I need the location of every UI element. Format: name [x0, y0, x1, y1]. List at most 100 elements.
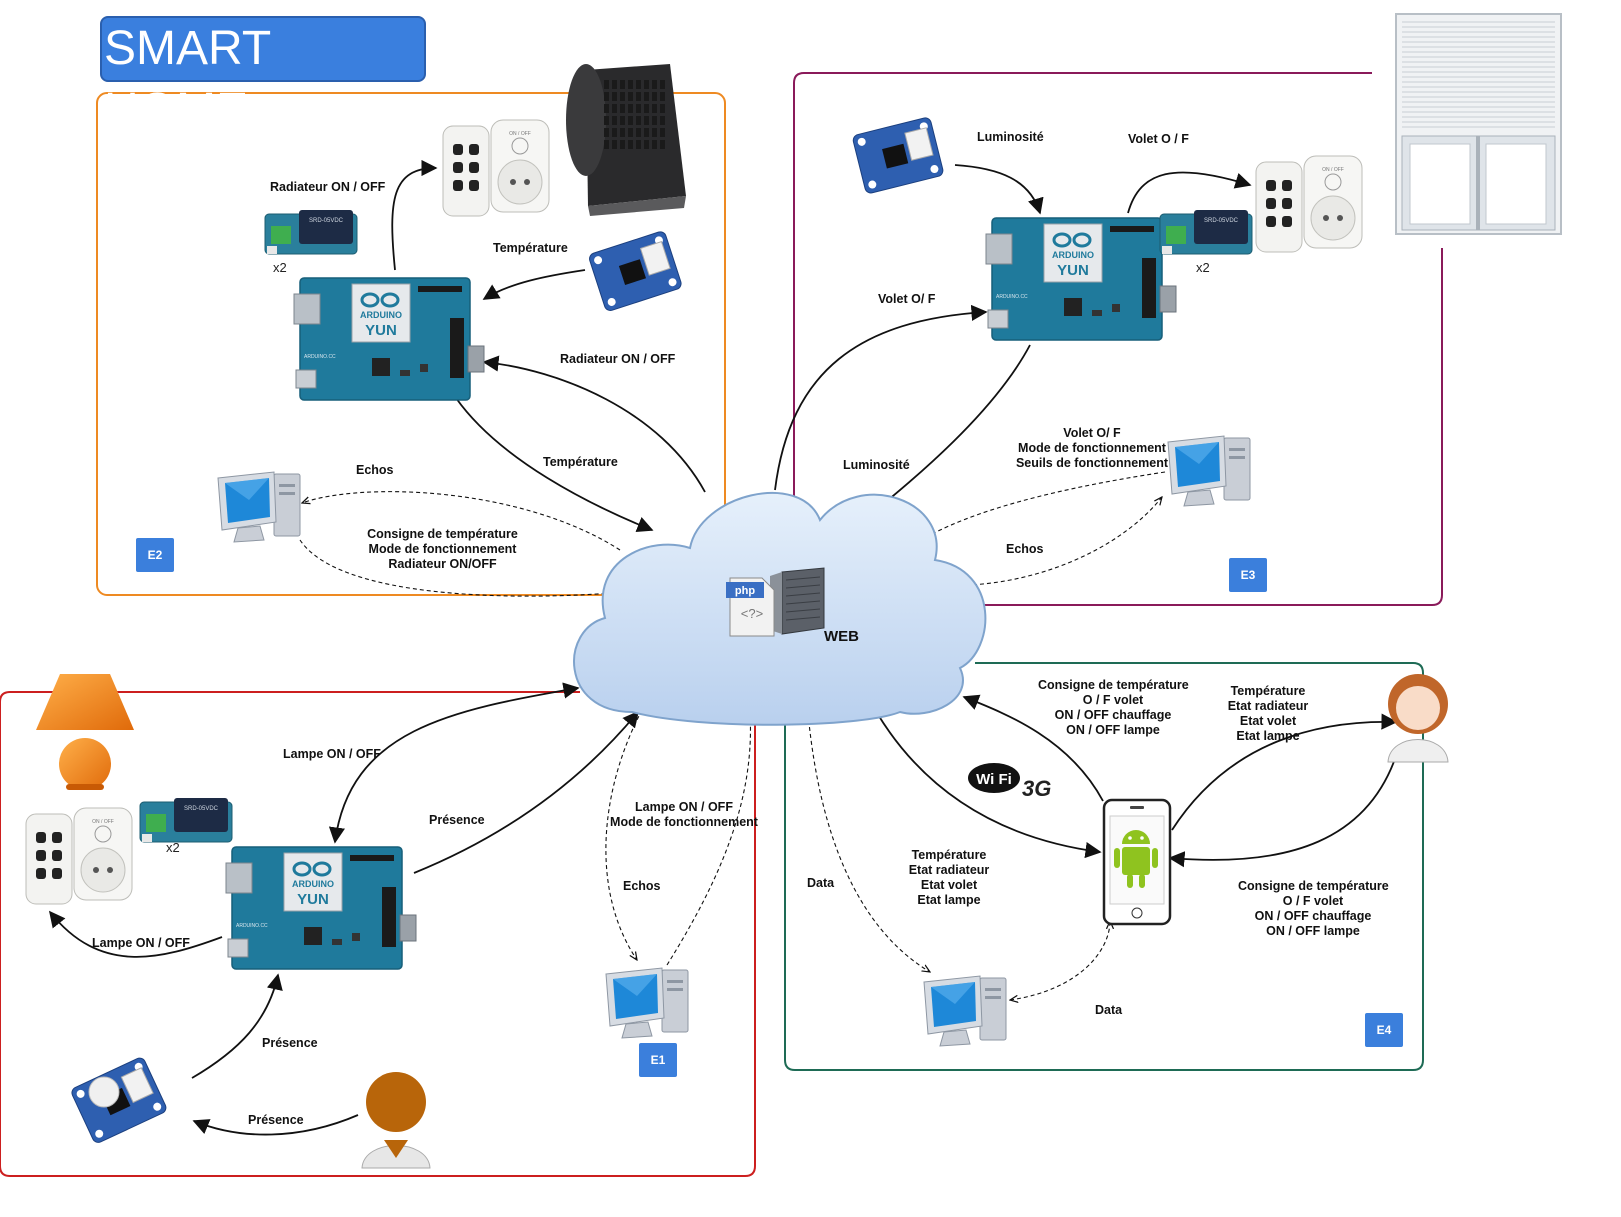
- link-e1-board-to-web: [413, 710, 640, 874]
- e3-relay-count: x2: [1196, 260, 1210, 275]
- network-3g-text: 3G: [1022, 776, 1051, 801]
- label-e1-lamp-web: Lampe ON / OFF: [283, 747, 381, 761]
- e3-cmd-1: Volet O/ F: [1063, 426, 1121, 440]
- label-e3-luminosity-sensor: Luminosité: [977, 130, 1044, 144]
- label-e4-data-phone: Data: [1095, 1003, 1123, 1017]
- label-e3-volet-web: Volet O/ F: [878, 292, 936, 306]
- label-e2-temperature-web: Température: [543, 455, 618, 469]
- e1-relay-count: x2: [166, 840, 180, 855]
- e4-pw-3: ON / OFF chauffage: [1054, 708, 1172, 722]
- web-cloud: php <?> WEB: [573, 491, 987, 726]
- wifi-3g-logo-icon: Wi Fi 3G: [968, 763, 1051, 801]
- link-e1-board-to-relay: [48, 910, 223, 958]
- link-e4-user-to-phone: [1168, 749, 1399, 868]
- e3-cmd-3: Seuils de fonctionnement: [1015, 456, 1169, 470]
- link-e1-commands: [605, 709, 643, 960]
- label-e1-presence-person: Présence: [248, 1113, 304, 1127]
- e4-up-2: O / F volet: [1282, 894, 1344, 908]
- board-site-text: ARDUINO.CC: [996, 294, 1028, 300]
- link-e3-web-to-board: [774, 304, 988, 491]
- label-e3-pc-commands: Volet O/ F Mode de fonctionnement Seuils…: [1012, 426, 1172, 471]
- link-e3-sensor-to-board: [954, 164, 1044, 215]
- php-tag-text: php: [735, 585, 755, 597]
- e1-computer-icon: [605, 967, 689, 1039]
- e1-person-icon: [361, 1071, 431, 1169]
- e4-user-icon: [1387, 674, 1449, 763]
- link-e3-board-to-relay: [1127, 171, 1252, 214]
- link-e3-echos: [937, 497, 1162, 586]
- board-site-text: ARDUINO.CC: [236, 923, 268, 929]
- e3-computer-icon: [1167, 435, 1251, 507]
- e1-remote-socket-icon: [25, 807, 133, 905]
- android-robot-icon: [1114, 830, 1158, 888]
- link-e2-commands: [299, 539, 612, 596]
- e4-pw-4: ON / OFF lampe: [1066, 723, 1160, 737]
- web-label: WEB: [824, 628, 859, 645]
- e4-wp-1: Température: [911, 848, 987, 862]
- label-e3-luminosity-web: Luminosité: [843, 458, 910, 472]
- zone-e3-badge: E3: [1229, 558, 1267, 592]
- zone-e2-frame: [96, 92, 726, 596]
- lamp-icon: [36, 674, 134, 790]
- label-e4-phone-to-web: Consigne de température O / F volet ON /…: [1038, 678, 1189, 738]
- wifi-text: Wi Fi: [976, 771, 1012, 788]
- e4-pu-1: Température: [1230, 684, 1306, 698]
- link-e2-sensor-to-board: [482, 269, 586, 300]
- link-e1-echos: [666, 713, 750, 966]
- e4-pu-2: Etat radiateur: [1227, 699, 1309, 713]
- board-brand-text: ARDUINO: [1052, 250, 1094, 260]
- e1-cmd-1: Lampe ON / OFF: [635, 800, 733, 814]
- label-e2-temperature-sensor: Température: [493, 241, 568, 255]
- link-e1-web-lamp: [328, 682, 580, 844]
- e2-cmd-2: Mode de fonctionnement: [368, 542, 517, 556]
- label-e2-echos: Echos: [356, 463, 394, 477]
- link-e4-data-web: [808, 713, 930, 972]
- e2-temperature-sensor-icon: [587, 229, 684, 313]
- board-model-text: YUN: [365, 322, 397, 339]
- e2-cmd-1: Consigne de température: [367, 527, 518, 541]
- e4-wp-3: Etat volet: [920, 878, 978, 892]
- board-brand-text: ARDUINO: [292, 879, 334, 889]
- label-e3-echos: Echos: [1006, 542, 1044, 556]
- link-e4-phone-to-web: [962, 694, 1104, 802]
- zone-e4-frame: [784, 662, 1424, 1071]
- e4-wp-2: Etat radiateur: [908, 863, 990, 877]
- e1-relay-module-icon: [139, 797, 233, 843]
- zone-e2-badge: E2: [136, 538, 174, 572]
- zone-e4-badge: E4: [1365, 1013, 1403, 1047]
- label-e2-radiator-web: Radiateur ON / OFF: [560, 352, 676, 366]
- e4-pw-1: Consigne de température: [1038, 678, 1189, 692]
- label-e2-radiator-relay: Radiateur ON / OFF: [270, 180, 386, 194]
- rolling-shutter-window-icon: [1395, 13, 1562, 235]
- e2-cmd-3: Radiateur ON/OFF: [388, 557, 497, 571]
- label-e3-volet-relay: Volet O / F: [1128, 132, 1189, 146]
- label-e1-presence-web: Présence: [429, 813, 485, 827]
- e4-computer-icon: [923, 975, 1007, 1047]
- label-e1-lamp-relay: Lampe ON / OFF: [92, 936, 190, 950]
- e4-up-4: ON / OFF lampe: [1266, 924, 1360, 938]
- label-e4-web-to-phone: Température Etat radiateur Etat volet Et…: [904, 848, 994, 908]
- label-e1-pc-commands: Lampe ON / OFF Mode de fonctionnement: [610, 800, 758, 830]
- e4-up-1: Consigne de température: [1238, 879, 1389, 893]
- e3-remote-socket-icon: [1255, 155, 1363, 253]
- link-e1-sensor-to-board: [191, 973, 283, 1079]
- link-e1-person-to-sensor: [192, 1114, 359, 1136]
- e1-pir-dome: [88, 1076, 120, 1108]
- e4-pw-2: O / F volet: [1082, 693, 1144, 707]
- label-e2-pc-commands: Consigne de température Mode de fonction…: [365, 527, 520, 572]
- diagram-title: SMART HOME: [100, 16, 426, 137]
- e4-up-3: ON / OFF chauffage: [1254, 909, 1372, 923]
- link-e2-web-to-board: [482, 355, 706, 493]
- link-e4-data-phone: [1010, 921, 1110, 1000]
- e4-wp-4: Etat lampe: [917, 893, 981, 907]
- php-code-text: <?>: [741, 606, 763, 621]
- e3-relay-module-icon: [1159, 209, 1253, 255]
- link-e2-board-to-relay: [391, 159, 438, 271]
- e2-relay-module-icon: [264, 209, 358, 255]
- label-e1-presence-sensor: Présence: [262, 1036, 318, 1050]
- e2-relay-count: x2: [273, 260, 287, 275]
- link-e4-phone-to-user: [1171, 713, 1398, 831]
